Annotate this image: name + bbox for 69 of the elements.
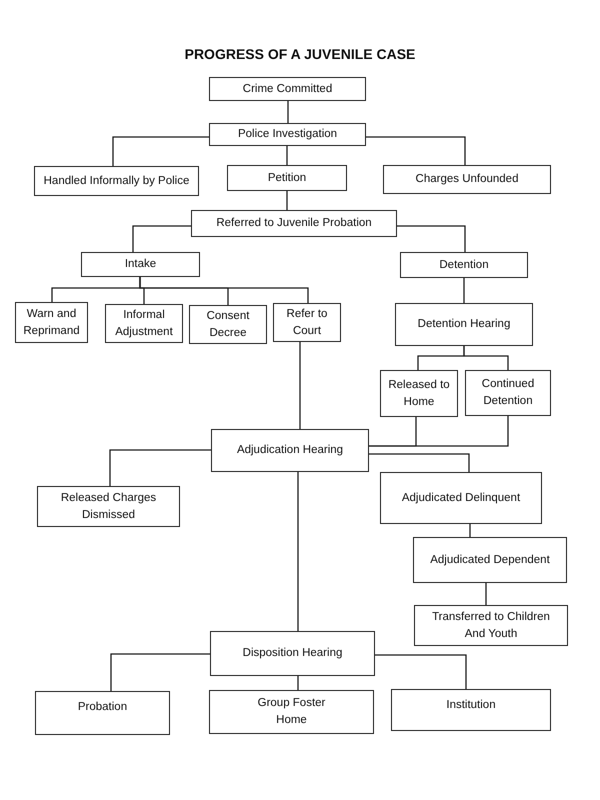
box-label: Disposition Hearing: [242, 646, 342, 662]
box-label: Continued Detention: [480, 377, 536, 409]
box-label: Consent Decree: [206, 308, 250, 340]
connector-line: [286, 146, 288, 165]
box-label: Crime Committed: [242, 82, 332, 97]
process-box: [209, 690, 374, 734]
process-box: [395, 303, 533, 346]
box-label: Transferred to Children And Youth: [431, 610, 551, 642]
connector-line: [286, 191, 288, 210]
connector-line: [139, 277, 309, 303]
connector-line: [297, 472, 299, 631]
process-box: [273, 303, 341, 342]
process-box: [383, 165, 551, 194]
box-label: Police Investigation: [238, 127, 338, 142]
process-box: [413, 537, 567, 583]
process-box: [391, 689, 551, 731]
box-label: Informal Adjustment: [114, 308, 174, 340]
process-box: [465, 370, 551, 416]
box-label: Adjudication Hearing: [236, 443, 344, 458]
process-box: [414, 605, 568, 646]
box-label: Released Charges Dismissed: [60, 490, 158, 522]
connector-line: [297, 676, 299, 690]
box-label: Detention: [439, 258, 489, 273]
box-label: Detention Hearing: [418, 317, 510, 332]
box-label: Institution: [446, 698, 496, 713]
box-label: Intake: [124, 257, 156, 272]
box-label: Petition: [268, 170, 306, 186]
box-label: Charges Unfounded: [416, 172, 518, 188]
connector-line: [299, 342, 301, 429]
connector-line: [366, 136, 466, 165]
box-label: Refer to Court: [286, 306, 328, 338]
process-box: [105, 304, 183, 343]
process-box: [191, 210, 397, 237]
box-label: Adjudicated Dependent: [430, 552, 550, 568]
connector-line: [109, 449, 211, 486]
process-box: [189, 305, 267, 344]
box-label: Adjudicated Delinquent: [402, 490, 520, 506]
connector-line: [485, 583, 487, 605]
process-box: [81, 252, 200, 277]
box-label: Referred to Juvenile Probation: [216, 216, 372, 232]
box-label: Released to Home: [387, 378, 451, 410]
process-box: [210, 631, 375, 676]
process-box: [35, 691, 170, 735]
connector-line: [287, 101, 289, 123]
process-box: [15, 302, 88, 343]
process-box: [209, 77, 366, 101]
connector-line: [463, 346, 509, 370]
connector-line: [112, 136, 209, 166]
connector-line: [369, 416, 509, 447]
connector-line: [110, 653, 210, 691]
box-label: Handled Informally by Police: [44, 174, 190, 189]
box-label: Probation: [78, 700, 128, 715]
connector-line: [397, 225, 466, 252]
connector-line: [132, 225, 191, 252]
connector-line: [463, 278, 465, 303]
connector-line: [369, 453, 470, 472]
process-box: [380, 472, 542, 524]
process-box: [227, 165, 347, 191]
process-box: [34, 166, 199, 196]
connector-line: [375, 654, 467, 689]
process-box: [380, 370, 458, 417]
box-label: Warn and Reprimand: [22, 306, 81, 338]
process-box: [37, 486, 180, 527]
process-box: [400, 252, 528, 278]
diagram-title: PROGRESS OF A JUVENILE CASE: [184, 46, 416, 62]
connector-line: [469, 524, 471, 537]
box-label: Group Foster Home: [256, 696, 326, 728]
process-box: [211, 429, 369, 472]
process-box: [209, 123, 366, 146]
